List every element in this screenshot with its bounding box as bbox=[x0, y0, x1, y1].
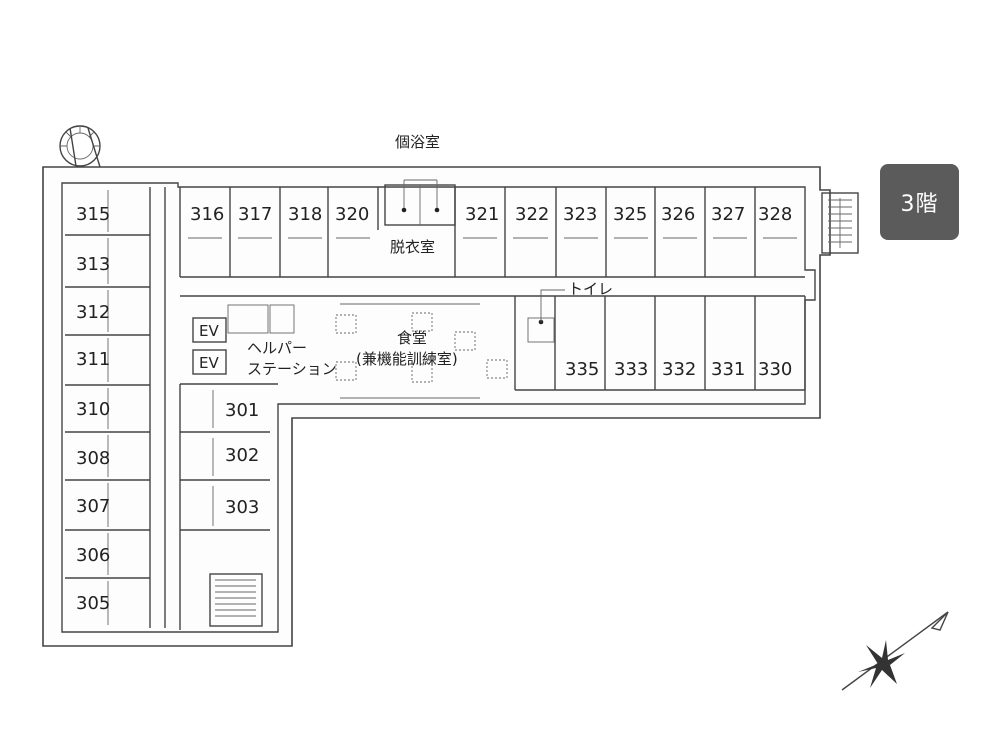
elevator-label: EV bbox=[199, 322, 219, 340]
room-number: 310 bbox=[76, 399, 110, 420]
floor-badge: 3階 bbox=[880, 164, 959, 240]
room-number: 327 bbox=[711, 204, 745, 225]
room-number: 303 bbox=[225, 497, 259, 518]
south-room-dividers bbox=[514, 296, 806, 391]
floor-label: 3階 bbox=[900, 192, 939, 217]
room-number: 301 bbox=[225, 400, 259, 421]
north-room-dividers bbox=[179, 187, 797, 277]
spiral-stair bbox=[59, 125, 101, 168]
central-wing bbox=[179, 383, 278, 630]
west-corridor bbox=[149, 187, 166, 628]
dining-sub-label: (兼機能訓練室) bbox=[356, 350, 458, 368]
public-toilet bbox=[527, 289, 565, 343]
room-number: 322 bbox=[515, 204, 549, 225]
room-number: 318 bbox=[288, 204, 322, 225]
room-number: 306 bbox=[76, 545, 110, 566]
room-number: 315 bbox=[76, 204, 110, 225]
toilet-label: トイレ bbox=[568, 280, 613, 298]
bath-block bbox=[384, 179, 456, 226]
room-number: 312 bbox=[76, 302, 110, 323]
inner-outline bbox=[61, 182, 816, 633]
room-number: 308 bbox=[76, 448, 110, 469]
room-number: 326 bbox=[661, 204, 695, 225]
dining-label: 食堂 bbox=[397, 329, 427, 347]
room-number: 302 bbox=[225, 445, 259, 466]
room-number: 331 bbox=[711, 359, 745, 380]
west-room-dividers bbox=[65, 190, 150, 625]
room-number: 307 bbox=[76, 496, 110, 517]
dressing-room-label: 脱衣室 bbox=[390, 238, 435, 256]
room-number: 332 bbox=[662, 359, 696, 380]
room-number: 316 bbox=[190, 204, 224, 225]
building-outline bbox=[42, 166, 831, 647]
room-number: 311 bbox=[76, 349, 110, 370]
dining-furniture bbox=[335, 303, 508, 399]
room-number: 323 bbox=[563, 204, 597, 225]
helper-station-label-2: ステーション bbox=[247, 360, 337, 378]
elevator-label: EV bbox=[199, 354, 219, 372]
core-area bbox=[192, 304, 295, 375]
room-number: 313 bbox=[76, 254, 110, 275]
room-number: 330 bbox=[758, 359, 792, 380]
room-number: 317 bbox=[238, 204, 272, 225]
room-number: 335 bbox=[565, 359, 599, 380]
room-number: 328 bbox=[758, 204, 792, 225]
north-corridor bbox=[180, 276, 805, 297]
room-number: 325 bbox=[613, 204, 647, 225]
helper-station-label: ヘルパー bbox=[247, 339, 307, 357]
bath-label: 個浴室 bbox=[395, 133, 440, 151]
compass-icon bbox=[841, 611, 949, 691]
room-number: 320 bbox=[335, 204, 369, 225]
room-number: 333 bbox=[614, 359, 648, 380]
exterior-stair bbox=[821, 192, 859, 254]
room-number: 305 bbox=[76, 593, 110, 614]
room-number: 321 bbox=[465, 204, 499, 225]
